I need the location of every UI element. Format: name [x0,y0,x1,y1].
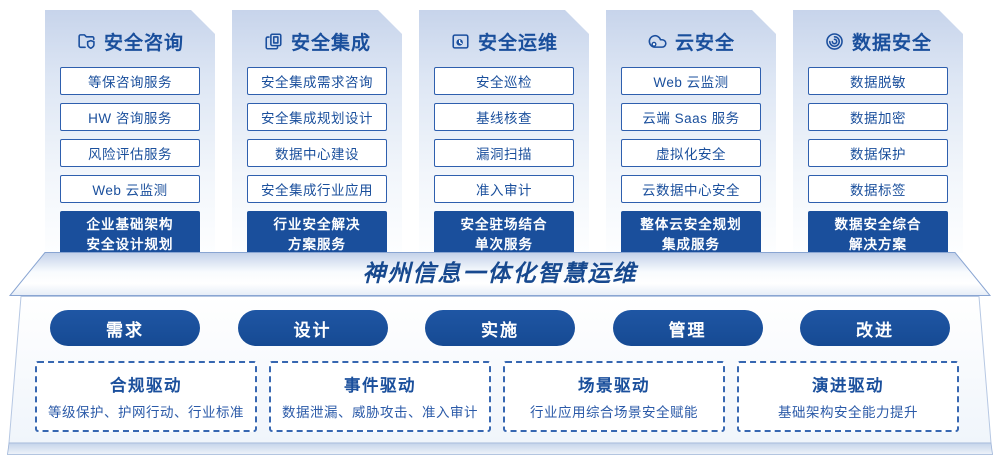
service-item: 云数据中心安全 [621,175,761,203]
highlight-line: 整体云安全规划 [640,216,742,232]
service-item: 漏洞扫描 [434,139,574,167]
driver-desc: 基础架构安全能力提升 [778,405,918,420]
service-item: 等保咨询服务 [60,67,200,95]
folder-shield-icon [76,31,97,52]
highlight-line: 解决方案 [849,236,907,252]
column-header: 安全集成 [232,27,402,55]
phase-pills-row: 需求 设计 实施 管理 改进 [50,310,950,346]
service-item: 虚拟化安全 [621,139,761,167]
column-security-consulting: 安全咨询 等保咨询服务 HW 咨询服务 风险评估服务 Web 云监测 企业基础架… [45,10,215,253]
column-highlight: 行业安全解决 方案服务 [247,211,387,258]
column-highlight: 安全驻场结合 单次服务 [434,211,574,258]
service-item: 安全集成行业应用 [247,175,387,203]
driver-desc: 等级保护、护网行动、行业标准 [48,405,244,420]
service-item: 数据保护 [808,139,948,167]
service-item: 数据中心建设 [247,139,387,167]
column-security-operations: 安全运维 安全巡检 基线核查 漏洞扫描 准入审计 安全驻场结合 单次服务 [419,10,589,253]
driver-title: 合规驱动 [110,377,182,395]
driver-boxes-row: 合规驱动 等级保护、护网行动、行业标准 事件驱动 数据泄漏、威胁攻击、准入审计 … [35,361,959,432]
driver-box-incident: 事件驱动 数据泄漏、威胁攻击、准入审计 [269,361,491,432]
highlight-line: 单次服务 [475,236,533,252]
data-spiral-icon [824,31,845,52]
platform-banner-shape [8,252,992,296]
service-item: 安全集成需求咨询 [247,67,387,95]
highlight-line: 行业安全解决 [273,216,361,232]
service-item: 云端 Saas 服务 [621,103,761,131]
column-title: 安全集成 [290,32,371,54]
highlight-line: 安全驻场结合 [460,216,548,232]
driver-title: 场景驱动 [578,377,650,395]
column-security-integration: 安全集成 安全集成需求咨询 安全集成规划设计 数据中心建设 安全集成行业应用 行… [232,10,402,253]
column-header: 安全运维 [419,27,589,55]
driver-box-evolution: 演进驱动 基础架构安全能力提升 [737,361,959,432]
service-item: 准入审计 [434,175,574,203]
folder-clock-icon [450,31,471,52]
phase-pill-design: 设计 [237,310,388,346]
driver-desc: 行业应用综合场景安全赋能 [530,405,698,420]
highlight-line: 方案服务 [288,236,346,252]
column-header: 数据安全 [793,27,963,55]
column-cloud-security: 云安全 Web 云监测 云端 Saas 服务 虚拟化安全 云数据中心安全 整体云… [606,10,776,253]
column-header: 云安全 [606,27,776,55]
service-item: 风险评估服务 [60,139,200,167]
driver-desc: 数据泄漏、威胁攻击、准入审计 [282,405,478,420]
service-item: 数据加密 [808,103,948,131]
service-item: 基线核查 [434,103,574,131]
platform-banner-title: 神州信息一体化智慧运维 [362,260,638,286]
phase-pill-management: 管理 [612,310,763,346]
service-item: Web 云监测 [60,175,200,203]
column-title: 数据安全 [851,32,932,54]
highlight-line: 企业基础架构 [86,216,174,232]
driver-title: 事件驱动 [344,377,416,395]
column-header: 安全咨询 [45,27,215,55]
phase-pill-requirements: 需求 [50,310,200,346]
service-item: 安全巡检 [434,67,574,95]
service-item: 数据脱敏 [808,67,948,95]
column-data-security: 数据安全 数据脱敏 数据加密 数据保护 数据标签 数据安全综合 解决方案 [793,10,963,253]
column-title: 云安全 [674,32,735,54]
documents-copy-icon [263,31,284,52]
phase-pill-implementation: 实施 [425,310,575,346]
service-item: 安全集成规划设计 [247,103,387,131]
column-title: 安全运维 [477,32,558,54]
driver-box-compliance: 合规驱动 等级保护、护网行动、行业标准 [35,361,257,432]
driver-box-scenario: 场景驱动 行业应用综合场景安全赋能 [503,361,725,432]
service-item: 数据标签 [808,175,948,203]
column-highlight: 整体云安全规划 集成服务 [621,211,761,258]
highlight-line: 集成服务 [662,236,720,252]
cloud-icon [647,31,668,52]
driver-title: 演进驱动 [812,377,884,395]
phase-pill-improvement: 改进 [800,310,950,346]
service-columns-row: 安全咨询 等保咨询服务 HW 咨询服务 风险评估服务 Web 云监测 企业基础架… [45,10,963,253]
column-highlight: 企业基础架构 安全设计规划 [60,211,200,258]
service-item: Web 云监测 [621,67,761,95]
column-highlight: 数据安全综合 解决方案 [808,211,948,258]
service-item: HW 咨询服务 [60,103,200,131]
column-title: 安全咨询 [103,32,184,54]
highlight-line: 安全设计规划 [86,236,174,252]
highlight-line: 数据安全综合 [834,216,922,232]
